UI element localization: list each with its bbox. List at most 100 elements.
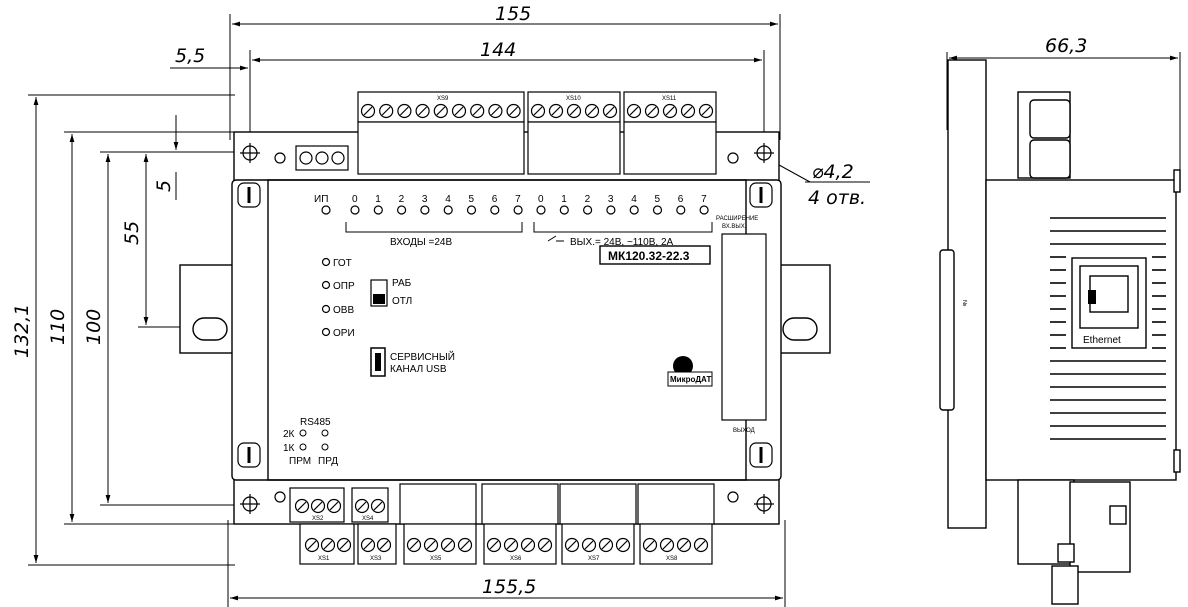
screw-slot: [490, 106, 500, 116]
output-number: 3: [608, 194, 614, 205]
input-led: [420, 205, 430, 215]
screw-slot: [307, 540, 317, 550]
screw-slot: [509, 106, 519, 116]
power-led-label: ИП: [314, 194, 328, 205]
output-number: 6: [678, 194, 684, 205]
screw-slot: [297, 501, 307, 511]
screw-slot: [313, 501, 323, 511]
rs485-2k-label: 2К: [283, 429, 295, 440]
switch-on-label: РАБ: [392, 278, 412, 289]
led-got-label: ГОТ: [333, 258, 352, 269]
screw-slot: [399, 106, 409, 116]
xs2-label: XS2: [312, 516, 324, 522]
screw-slot: [647, 106, 657, 116]
side-view: [939, 59, 1181, 605]
xs4-label: XS4: [362, 516, 374, 522]
dim-5-5-text: 5,5: [175, 45, 205, 67]
screw-slot: [436, 106, 446, 116]
ethernet-port-icon[interactable]: [1088, 290, 1096, 304]
screw-slot: [339, 540, 349, 550]
screw-slot: [363, 106, 373, 116]
dim-132-1-text: 132,1: [11, 304, 33, 358]
screw-slot: [569, 106, 579, 116]
screw-slot: [489, 540, 499, 550]
power-connector: [295, 145, 349, 171]
screw-slot: [418, 106, 428, 116]
input-number: 6: [492, 194, 498, 205]
screw-slot: [701, 106, 711, 116]
screw-slot: [329, 501, 339, 511]
expansion-label-1: РАСШИРЕНИЕ: [716, 216, 758, 222]
output-led: [536, 205, 546, 215]
inputs-label: ВХОДЫ =24В: [390, 237, 452, 248]
input-number: 3: [422, 194, 428, 205]
screw-slot: [618, 540, 628, 550]
screw-slot: [472, 106, 482, 116]
dim-155-5-text: 155,5: [482, 576, 536, 598]
xs1-label: XS1: [318, 556, 330, 562]
brand-label: МикроДАТ: [670, 375, 711, 384]
output-number: 7: [701, 194, 707, 205]
xs6-label: XS6: [510, 556, 522, 562]
status-leds: [321, 257, 331, 337]
input-led: [397, 205, 407, 215]
input-number: 7: [515, 194, 521, 205]
input-number: 4: [445, 194, 451, 205]
screw-slot: [587, 106, 597, 116]
screw-slot: [443, 540, 453, 550]
corner-screws: [237, 152, 773, 503]
screw-slot: [662, 540, 672, 550]
rs485-label: RS485: [300, 417, 331, 428]
output-number: 4: [631, 194, 637, 205]
input-number: 2: [399, 194, 405, 205]
output-led: [559, 205, 569, 215]
output-led: [629, 205, 639, 215]
screw-slot: [665, 106, 675, 116]
side-number-label: №: [961, 300, 968, 306]
output-led: [652, 205, 663, 215]
input-led: [373, 205, 383, 215]
switch-knob[interactable]: [373, 294, 385, 304]
xs5-label: XS5: [430, 556, 442, 562]
input-led: [350, 205, 360, 215]
screw-slot: [426, 540, 436, 550]
expansion-label-2: ВХ.ВЫХ.: [722, 224, 747, 230]
housing-body: [231, 179, 782, 481]
input-led: [466, 205, 477, 215]
xs8-label: XS8: [666, 556, 678, 562]
input-number: 5: [469, 194, 475, 205]
output-led: [699, 205, 709, 215]
xs10-label: XS10: [566, 96, 581, 102]
rs485-1k-label: 1К: [283, 443, 295, 454]
screw-slot: [683, 106, 693, 116]
xs11-label: XS11: [662, 96, 677, 102]
brand-logo: МикроДАТ: [667, 356, 713, 387]
xs7-label: XS7: [588, 556, 600, 562]
switch-off-label: ОТЛ: [392, 296, 412, 307]
led-ori-label: ОРИ: [333, 328, 355, 339]
output-led: [582, 205, 593, 215]
screw-slot: [373, 501, 383, 511]
dim-5-text: 5: [153, 180, 175, 192]
dim-155-text: 155: [495, 3, 531, 25]
relay-contact-icon: [547, 235, 564, 242]
hole-diameter-text: ⌀4,2: [812, 161, 854, 183]
dimension-lines: [28, 14, 1181, 607]
output-led: [676, 205, 686, 215]
screw-slot: [551, 106, 561, 116]
screw-slot: [629, 106, 639, 116]
input-led: [443, 205, 453, 215]
expansion-slot: [721, 233, 767, 421]
usb-port-inner: [375, 353, 381, 371]
input-led: [513, 205, 523, 215]
exit-label: ВЫХОД: [733, 428, 755, 434]
screw-slot: [584, 540, 594, 550]
xs3-label: XS3: [370, 556, 382, 562]
output-number: 1: [561, 194, 567, 205]
input-led: [490, 205, 500, 215]
screw-slot: [357, 501, 367, 511]
screw-slot: [323, 540, 333, 550]
rs485-leds: [299, 429, 329, 451]
